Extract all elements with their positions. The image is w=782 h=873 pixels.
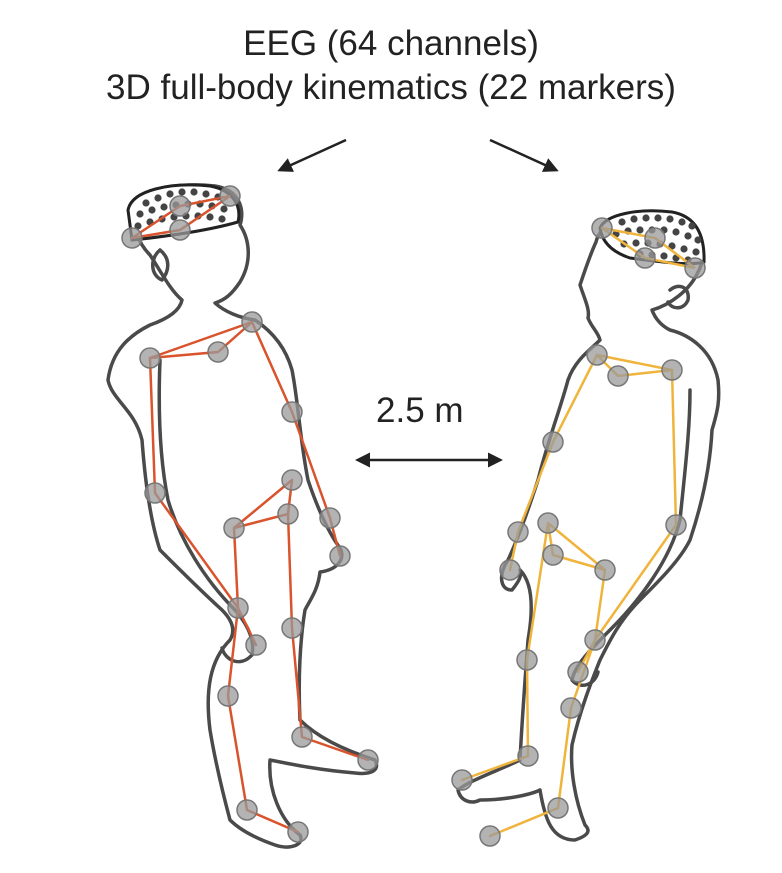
marker [170, 196, 190, 216]
marker [585, 630, 605, 650]
marker [282, 470, 302, 490]
marker [218, 686, 238, 706]
marker [666, 515, 686, 535]
marker [608, 366, 628, 386]
marker [645, 228, 665, 248]
marker [140, 348, 160, 368]
marker [330, 546, 350, 566]
marker [237, 800, 257, 820]
marker [517, 650, 537, 670]
marker [518, 746, 538, 766]
marker [452, 770, 472, 790]
marker [538, 513, 558, 533]
marker [228, 598, 248, 618]
marker [587, 345, 607, 365]
marker [635, 248, 655, 268]
marker [508, 522, 528, 542]
arrow-to-right-figure [490, 140, 556, 170]
marker [358, 750, 378, 770]
right-markers [452, 218, 705, 846]
marker [595, 560, 615, 580]
marker [292, 727, 312, 747]
marker [224, 518, 244, 538]
marker [282, 618, 302, 638]
marker [548, 798, 568, 818]
marker [568, 662, 588, 682]
marker [561, 698, 581, 718]
marker [543, 545, 563, 565]
marker [592, 218, 612, 238]
marker [145, 483, 165, 503]
marker [122, 228, 142, 248]
marker [320, 508, 340, 528]
marker [242, 312, 262, 332]
marker [208, 342, 228, 362]
marker [500, 560, 520, 580]
marker [662, 360, 682, 380]
marker [480, 826, 500, 846]
marker [170, 220, 190, 240]
marker [278, 504, 298, 524]
marker [220, 186, 240, 206]
right-skeleton [462, 228, 695, 836]
marker [685, 258, 705, 278]
marker [246, 635, 266, 655]
marker [543, 432, 563, 452]
arrow-to-left-figure [280, 140, 346, 170]
marker [282, 402, 302, 422]
marker [288, 822, 308, 842]
